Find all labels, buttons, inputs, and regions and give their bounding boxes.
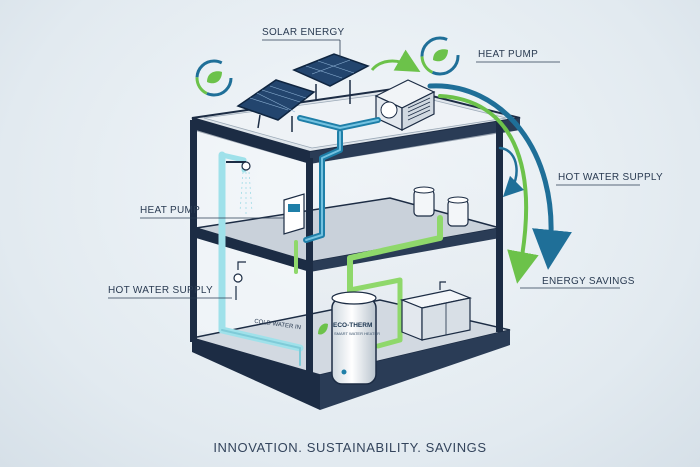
recycle-leaf-icon	[195, 59, 233, 97]
leader-lines	[108, 39, 640, 299]
tank-subtitle: SMART WATER HEATER	[334, 331, 381, 336]
water-heater-tank	[331, 291, 377, 385]
heat-pump-unit	[374, 79, 436, 131]
footer-tagline: INNOVATION. SUSTAINABILITY. SAVINGS	[213, 440, 487, 455]
energy-flow-arrows	[427, 83, 572, 284]
solar-energy-label: SOLAR ENERGY	[262, 27, 345, 38]
solar-panels	[236, 53, 370, 132]
wall-heat-pump	[283, 193, 305, 235]
hot-water-supply-right-label: HOT WATER SUPPLY	[558, 172, 663, 183]
shower	[226, 161, 253, 214]
hot-water-supply-left-label: HOT WATER SUPPLY	[108, 285, 213, 296]
solar-to-heatpump-arrow	[370, 49, 421, 72]
heat-pump-top-label: HEAT PUMP	[478, 49, 539, 60]
leaf-icon	[318, 323, 328, 335]
energy-savings-label: ENERGY SAVINGS	[542, 276, 635, 287]
tank-brand: ECO-THERM	[333, 322, 373, 329]
hot-water-pipes	[297, 115, 381, 243]
kitchen-counter	[399, 281, 473, 341]
wall-tap	[233, 261, 246, 300]
storage-cylinders	[413, 186, 469, 227]
structure-posts	[190, 120, 503, 378]
recycle-leaf-icon-top	[420, 36, 460, 76]
heat-pump-left-label: HEAT PUMP	[140, 205, 201, 216]
